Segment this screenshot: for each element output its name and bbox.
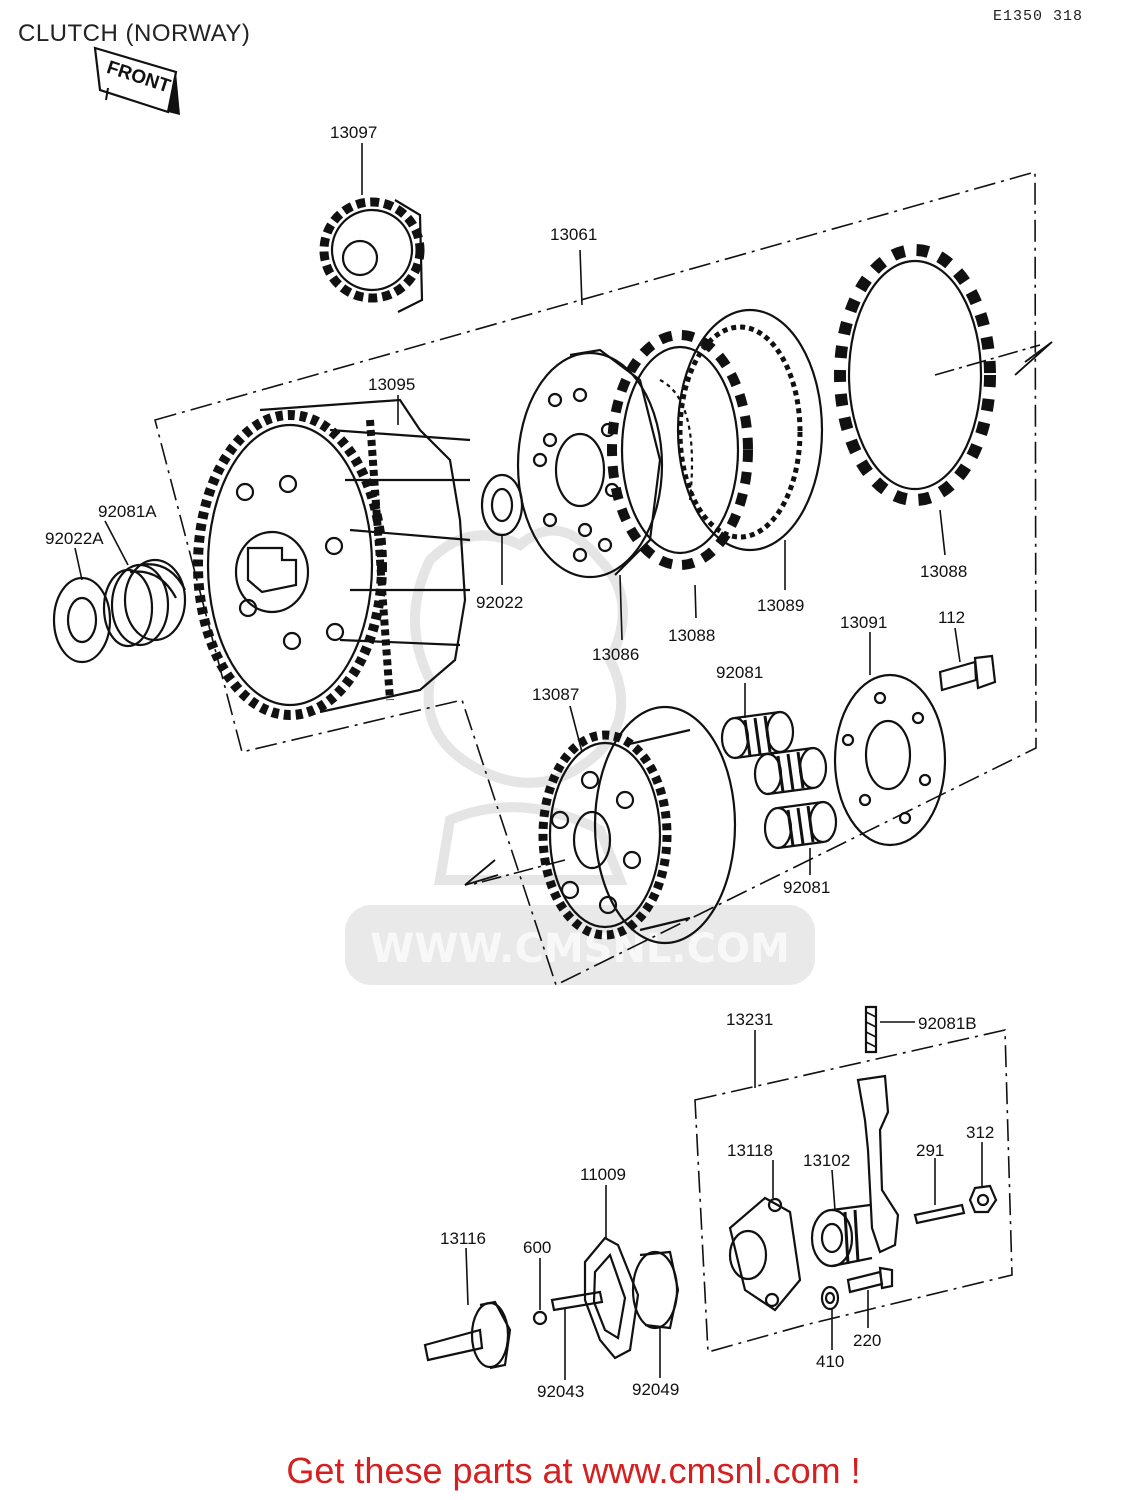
footer-link[interactable]: Get these parts at www.cmsnl.com ! [286, 1450, 861, 1491]
leader-lines [74, 143, 983, 1380]
part-13088-friction-plate-b[interactable] [834, 244, 1053, 506]
part-92043-pin[interactable] [550, 1290, 604, 1312]
part-92022-washer[interactable] [480, 473, 524, 537]
part-13088-friction-plate-a[interactable] [607, 330, 753, 570]
part-92022a-washer[interactable] [52, 576, 112, 664]
part-13089-steel-plate[interactable] [676, 308, 824, 552]
label-220[interactable]: 220 [853, 1331, 881, 1350]
part-13102-lever[interactable] [810, 1074, 900, 1268]
part-92081-springs[interactable] [720, 710, 838, 850]
part-92081a-spring[interactable] [102, 558, 187, 648]
part-13095-housing-gear[interactable] [193, 398, 471, 720]
label-13061[interactable]: 13061 [550, 225, 597, 244]
watermark-text: WWW.CMSNL.COM [370, 926, 790, 972]
part-13118-guide[interactable] [728, 1196, 802, 1312]
label-92081-bottom[interactable]: 92081 [783, 878, 830, 897]
label-13097[interactable]: 13097 [330, 123, 377, 142]
label-92081a[interactable]: 92081A [98, 502, 157, 521]
label-92043[interactable]: 92043 [537, 1382, 584, 1401]
label-13088-front[interactable]: 13088 [668, 626, 715, 645]
front-marker: FRONT [93, 46, 180, 115]
label-13088-rear[interactable]: 13088 [920, 562, 967, 581]
label-13118[interactable]: 13118 [727, 1141, 773, 1160]
diagram-title: CLUTCH (NORWAY) [18, 20, 251, 47]
label-112[interactable]: 112 [938, 608, 965, 627]
label-92022a[interactable]: 92022A [45, 529, 104, 548]
label-13231[interactable]: 13231 [726, 1010, 773, 1029]
label-92081-top[interactable]: 92081 [716, 663, 763, 682]
label-92049[interactable]: 92049 [632, 1380, 679, 1399]
part-13091-plate[interactable] [833, 673, 947, 847]
part-labels: 13097 13061 13095 92081A 92022A 92022 13… [45, 123, 994, 1401]
label-410[interactable]: 410 [816, 1352, 844, 1371]
label-13095[interactable]: 13095 [368, 375, 415, 394]
label-600[interactable]: 600 [523, 1238, 551, 1257]
part-13086-pressure-plate[interactable] [516, 348, 664, 579]
part-112-bolt[interactable] [938, 654, 997, 692]
label-92022[interactable]: 92022 [476, 593, 523, 612]
part-312-nut[interactable] [968, 1184, 998, 1214]
label-13091[interactable]: 13091 [840, 613, 887, 632]
label-13116[interactable]: 13116 [440, 1229, 486, 1248]
part-92081b-spring[interactable] [864, 1005, 878, 1054]
part-600-ball[interactable] [532, 1310, 548, 1326]
label-13087[interactable]: 13087 [532, 685, 579, 704]
part-11009-gasket[interactable] [583, 1236, 640, 1360]
part-220-bolt[interactable] [846, 1266, 894, 1294]
label-11009[interactable]: 11009 [580, 1165, 626, 1184]
label-92081b[interactable]: 92081B [918, 1014, 977, 1033]
part-92049-seal[interactable] [631, 1250, 680, 1330]
label-13089[interactable]: 13089 [757, 596, 804, 615]
drawing-code: E1350 318 [993, 8, 1084, 25]
part-13097-gear[interactable] [319, 197, 425, 313]
part-410-washer[interactable] [820, 1285, 840, 1311]
part-13087-clutch-hub[interactable] [464, 705, 737, 945]
clutch-assembly-frame [154, 170, 1037, 987]
label-13102[interactable]: 13102 [803, 1151, 850, 1170]
label-291[interactable]: 291 [916, 1141, 944, 1160]
part-291-pin[interactable] [913, 1203, 966, 1225]
label-312[interactable]: 312 [966, 1123, 994, 1142]
part-13116-pushrod[interactable] [423, 1300, 512, 1370]
label-13086[interactable]: 13086 [592, 645, 639, 664]
watermark: WWW.CMSNL.COM [345, 525, 815, 985]
release-assembly-frame [694, 1029, 1013, 1354]
